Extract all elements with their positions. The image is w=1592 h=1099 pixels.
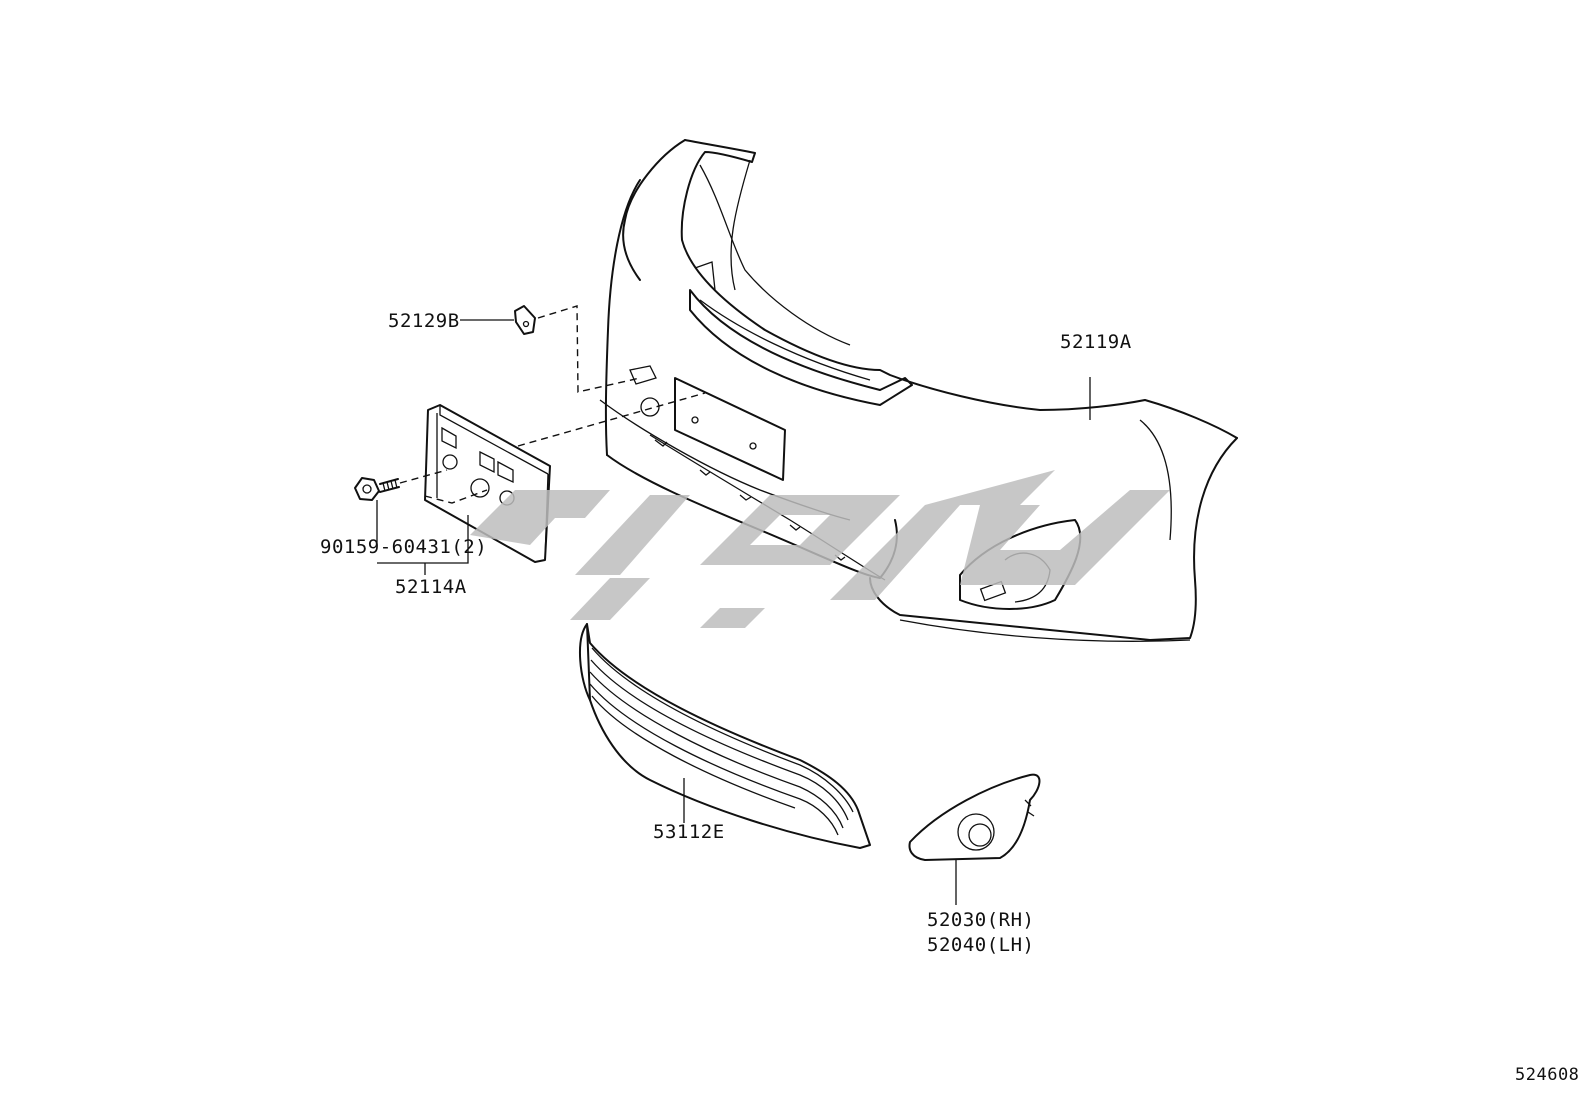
label-52129b: 52129B (388, 310, 460, 332)
assembly-line-screw-upper (399, 469, 448, 484)
bracket-clip-part[interactable] (514, 305, 536, 335)
bracket-screw-part[interactable] (354, 477, 400, 501)
label-52119a: 52119A (1060, 331, 1132, 353)
label-53112e: 53112E (653, 821, 725, 843)
label-52114a: 52114A (395, 576, 467, 598)
label-52030rh: 52030(RH) (927, 909, 1034, 931)
diagram-reference-number: 524608 (1515, 1065, 1579, 1085)
watermark-logo (470, 470, 1170, 628)
label-90159: 90159-60431(2) (320, 536, 487, 558)
leader-52114a (377, 515, 469, 564)
fog-cover-part[interactable] (908, 773, 1041, 861)
assembly-line-screw-lower (424, 489, 488, 504)
label-52040lh: 52040(LH) (927, 934, 1034, 956)
lower-grille-part[interactable] (578, 623, 871, 849)
assembly-line-clip (537, 305, 641, 393)
assembly-line-bracket (517, 392, 706, 447)
bumper-cover-part[interactable] (599, 139, 1238, 642)
